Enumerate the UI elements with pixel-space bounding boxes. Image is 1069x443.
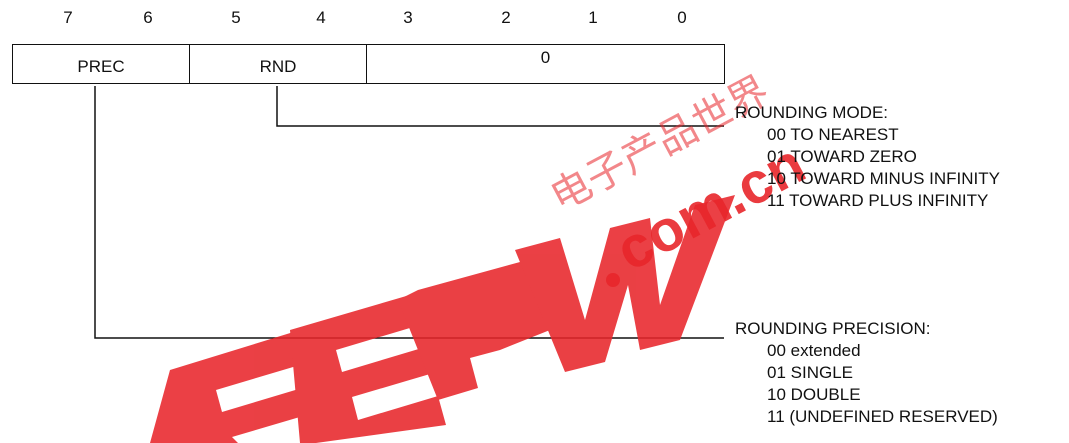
bit-number-6: 6 xyxy=(143,8,153,27)
rounding-precision-list: 00 extended 01 SINGLE 10 DOUBLE 11 (UNDE… xyxy=(735,340,998,428)
rounding-precision-option: 00 extended xyxy=(767,341,861,360)
prec-leader-line xyxy=(94,86,724,339)
rounding-mode-heading: ROUNDING MODE: xyxy=(735,103,888,122)
rounding-mode-option: 00 TO NEAREST xyxy=(767,125,899,144)
rounding-precision-option: 11 (UNDEFINED RESERVED) xyxy=(767,407,998,426)
bit-number-5: 5 xyxy=(231,8,241,27)
prec-field: PREC xyxy=(13,45,190,83)
rounding-precision-option: 10 DOUBLE xyxy=(767,385,861,404)
bit-number-0: 0 xyxy=(677,8,687,27)
control-register-box: PREC RND 0 xyxy=(12,44,725,84)
rounding-mode-option: 01 TOWARD ZERO xyxy=(767,147,917,166)
rounding-mode-legend: ROUNDING MODE: 00 TO NEAREST 01 TOWARD Z… xyxy=(735,102,1000,212)
bit-number-1: 1 xyxy=(588,8,598,27)
rnd-field: RND xyxy=(190,45,367,83)
rounding-precision-heading: ROUNDING PRECISION: xyxy=(735,319,931,338)
reserved-field: 0 xyxy=(540,48,551,67)
bit-number-4: 4 xyxy=(316,8,326,27)
bit-number-3: 3 xyxy=(403,8,413,27)
rounding-precision-option: 01 SINGLE xyxy=(767,363,853,382)
rounding-mode-option: 10 TOWARD MINUS INFINITY xyxy=(767,169,1000,188)
bit-number-2: 2 xyxy=(501,8,511,27)
rnd-leader-line xyxy=(276,86,724,127)
rounding-mode-list: 00 TO NEAREST 01 TOWARD ZERO 10 TOWARD M… xyxy=(735,124,1000,212)
rounding-precision-legend: ROUNDING PRECISION: 00 extended 01 SINGL… xyxy=(735,318,998,428)
rounding-mode-option: 11 TOWARD PLUS INFINITY xyxy=(767,191,989,210)
bit-number-7: 7 xyxy=(63,8,73,27)
